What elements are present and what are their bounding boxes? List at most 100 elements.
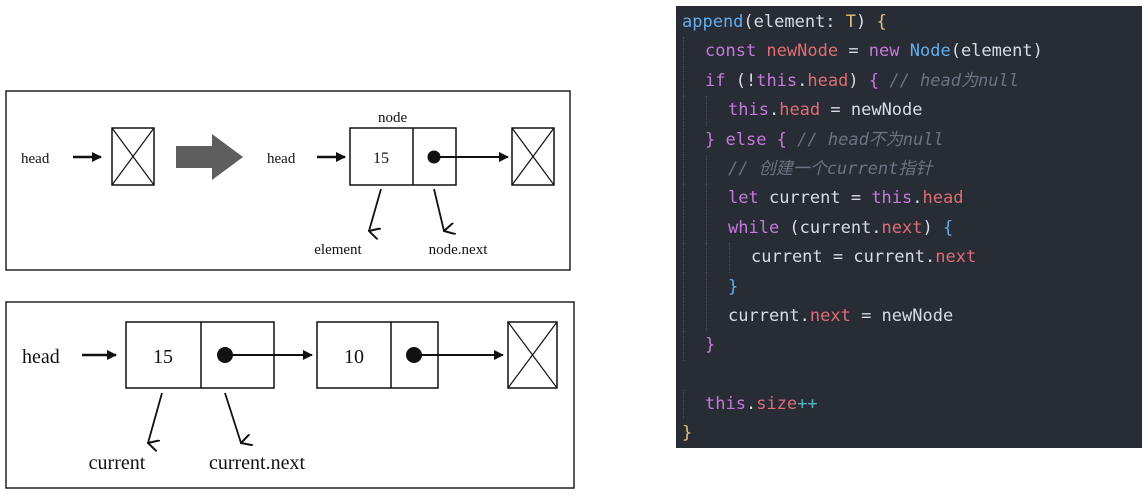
code-token: . xyxy=(745,394,757,415)
append-traverse-diagram: head 15 10 current current.next xyxy=(5,301,575,489)
null-box-before xyxy=(111,127,155,186)
indent-guide xyxy=(682,331,705,362)
linked-list-diagrams: head head node 15 element node.next xyxy=(5,90,575,489)
top-frame xyxy=(5,90,571,271)
code-token: { xyxy=(942,217,954,238)
indent-guide xyxy=(682,154,705,185)
code-token: new xyxy=(868,41,910,62)
code-token: current. xyxy=(728,305,810,326)
code-token: this xyxy=(871,188,913,209)
code-token: current = current. xyxy=(751,247,936,268)
code-line xyxy=(682,361,1142,390)
null-box-after xyxy=(511,127,555,186)
code-token: (element) xyxy=(950,41,1043,62)
indent-guide xyxy=(682,272,705,303)
code-token: } xyxy=(682,423,693,444)
indent-guide xyxy=(705,96,728,126)
code-token: (current. xyxy=(789,217,882,238)
node-label: node xyxy=(378,110,408,126)
current-label: current xyxy=(89,452,146,474)
null-box-tail xyxy=(507,321,558,389)
indent-guide xyxy=(682,37,705,68)
indent-guide xyxy=(728,243,751,273)
code-token: while xyxy=(728,217,790,238)
code-line: // 创建一个current指针 xyxy=(682,154,1142,185)
transition-arrow-icon xyxy=(176,134,243,180)
code-token: next xyxy=(809,305,851,326)
node2-value: 10 xyxy=(344,346,364,368)
code-token: { xyxy=(776,129,798,150)
code-token: const xyxy=(705,41,767,62)
current-next-pointer-arrow xyxy=(224,392,241,443)
head-label: head xyxy=(22,346,60,368)
before-head-label: head xyxy=(21,151,50,167)
code-token: head xyxy=(922,188,964,209)
code-token: size xyxy=(756,394,798,415)
code-token: else xyxy=(725,129,777,150)
node1-value: 15 xyxy=(153,346,173,368)
code-line: const newNode = new Node(element) xyxy=(682,37,1142,68)
code-token: = newNode xyxy=(820,100,923,121)
node-next-label: node.next xyxy=(429,242,489,258)
code-line: } xyxy=(682,272,1142,303)
indent-guide xyxy=(705,213,728,244)
append-empty-list-diagram: head head node 15 element node.next xyxy=(5,90,571,271)
code-token: // 创建一个current指针 xyxy=(728,158,933,179)
current-next-label: current.next xyxy=(209,452,306,474)
indent-guide xyxy=(705,272,728,303)
code-token: this xyxy=(728,100,769,121)
code-token: this xyxy=(705,394,746,415)
code-token: this xyxy=(756,70,798,91)
element-label: element xyxy=(314,242,362,258)
node-next-pointer-arrow xyxy=(433,188,444,231)
code-token: append xyxy=(682,12,744,32)
indent-guide xyxy=(682,213,705,244)
code-token: = xyxy=(838,41,869,62)
indent-guide xyxy=(682,66,705,97)
indent-guide xyxy=(705,301,728,332)
code-line: while (current.next) { xyxy=(682,213,1142,244)
code-line: this.head = newNode xyxy=(682,96,1142,126)
code-token: (element: xyxy=(743,12,846,32)
code-line: this.size++ xyxy=(682,390,1142,420)
code-token: head xyxy=(807,70,849,91)
node-value: 15 xyxy=(373,150,389,167)
code-token: } xyxy=(728,276,739,297)
indent-guide xyxy=(682,125,705,156)
code-token: head xyxy=(779,100,821,121)
code-token: next xyxy=(935,247,977,268)
code-line: if (!this.head) { // head为null xyxy=(682,66,1142,97)
code-token: ) xyxy=(922,217,943,238)
code-token: { xyxy=(876,12,887,32)
code-line: append(element: T) { xyxy=(682,8,1142,37)
code-token: if xyxy=(705,70,736,91)
indent-guide xyxy=(682,96,705,126)
code-token: } xyxy=(705,129,726,150)
indent-guide xyxy=(682,301,705,332)
indent-guide xyxy=(682,243,705,273)
after-head-label: head xyxy=(267,151,296,167)
code-token: . xyxy=(912,188,923,209)
indent-guide xyxy=(705,154,728,185)
indent-guide xyxy=(705,184,728,215)
code-token: let xyxy=(728,188,769,209)
code-token: = newNode xyxy=(850,305,954,326)
code-token: // head为null xyxy=(889,70,1019,91)
code-token: ) xyxy=(856,12,877,32)
indent-guide xyxy=(682,390,705,420)
code-line: } xyxy=(682,419,1142,448)
code-line: current = current.next xyxy=(682,243,1142,273)
code-token: } xyxy=(705,335,716,356)
code-token: ) xyxy=(848,70,869,91)
code-token: . xyxy=(768,100,780,121)
code-token: next xyxy=(881,217,923,238)
code-line: } else { // head不为null xyxy=(682,125,1142,156)
bottom-frame xyxy=(5,301,575,489)
element-pointer-arrow xyxy=(369,188,382,231)
code-line: let current = this.head xyxy=(682,184,1142,215)
code-token: (! xyxy=(735,70,757,91)
code-editor-panel: append(element: T) {const newNode = new … xyxy=(676,6,1142,448)
code-token: . xyxy=(797,70,808,91)
code-token: current = xyxy=(768,188,872,209)
code-token: newNode xyxy=(766,41,839,62)
